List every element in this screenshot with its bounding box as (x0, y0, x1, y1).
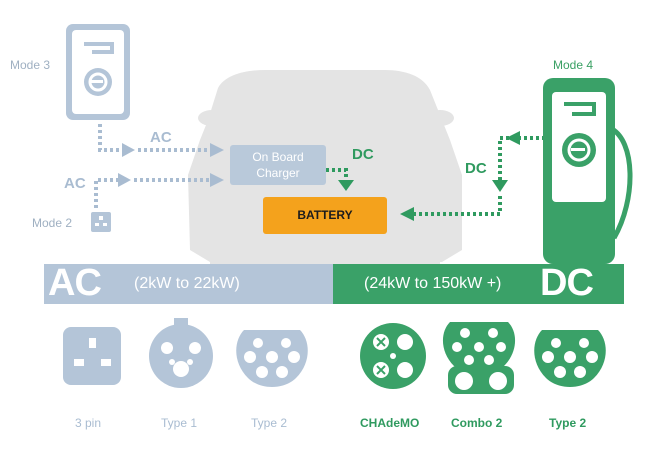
ac-flow-arrows (118, 143, 224, 187)
wallbox-charger-icon (66, 24, 130, 120)
on-board-charger-line2: Charger (256, 166, 300, 180)
ac-flow-label-upper: AC (150, 129, 172, 146)
mode2-label: Mode 2 (32, 216, 73, 230)
dc-flow-car (326, 168, 354, 191)
combo2-connector-icon (442, 322, 516, 394)
type2-connector-icon (236, 330, 308, 387)
connector-label-type2-dc: Type 2 (549, 416, 587, 430)
connector-label-type2-ac: Type 2 (251, 416, 288, 430)
type1-connector-icon (149, 318, 213, 388)
ac-band-range: (2kW to 22kW) (134, 275, 240, 292)
dc-band-range: (24kW to 150kW +) (364, 275, 502, 292)
mode3-label: Mode 3 (10, 58, 51, 72)
dc-band-title: DC (540, 262, 594, 304)
connector-label-chademo: CHAdeMO (360, 416, 420, 430)
battery: BATTERY (263, 197, 387, 234)
connector-label-type1: Type 1 (161, 416, 198, 430)
type2-connector-icon (534, 330, 606, 387)
mode4-label: Mode 4 (553, 58, 594, 72)
dc-band (333, 264, 624, 304)
ac-flow-label-lower: AC (64, 175, 86, 192)
dc-flow-rapid (400, 131, 545, 221)
ac-flow-lines (94, 124, 210, 208)
rapid-charger-icon (543, 78, 633, 264)
connector-label-combo2: Combo 2 (451, 416, 503, 430)
dc-flow-label-rapid: DC (465, 160, 487, 177)
ac-band (44, 264, 333, 304)
connector-label-3pin: 3 pin (75, 416, 102, 430)
chademo-connector-icon (360, 323, 426, 389)
ac-band-title: AC (48, 262, 102, 304)
dc-flow-label-car: DC (352, 146, 374, 163)
socket-icon (91, 212, 111, 232)
on-board-charger-line1: On Board (252, 150, 304, 164)
on-board-charger: On Board Charger (230, 145, 326, 185)
three-pin-plug-icon (63, 327, 121, 385)
